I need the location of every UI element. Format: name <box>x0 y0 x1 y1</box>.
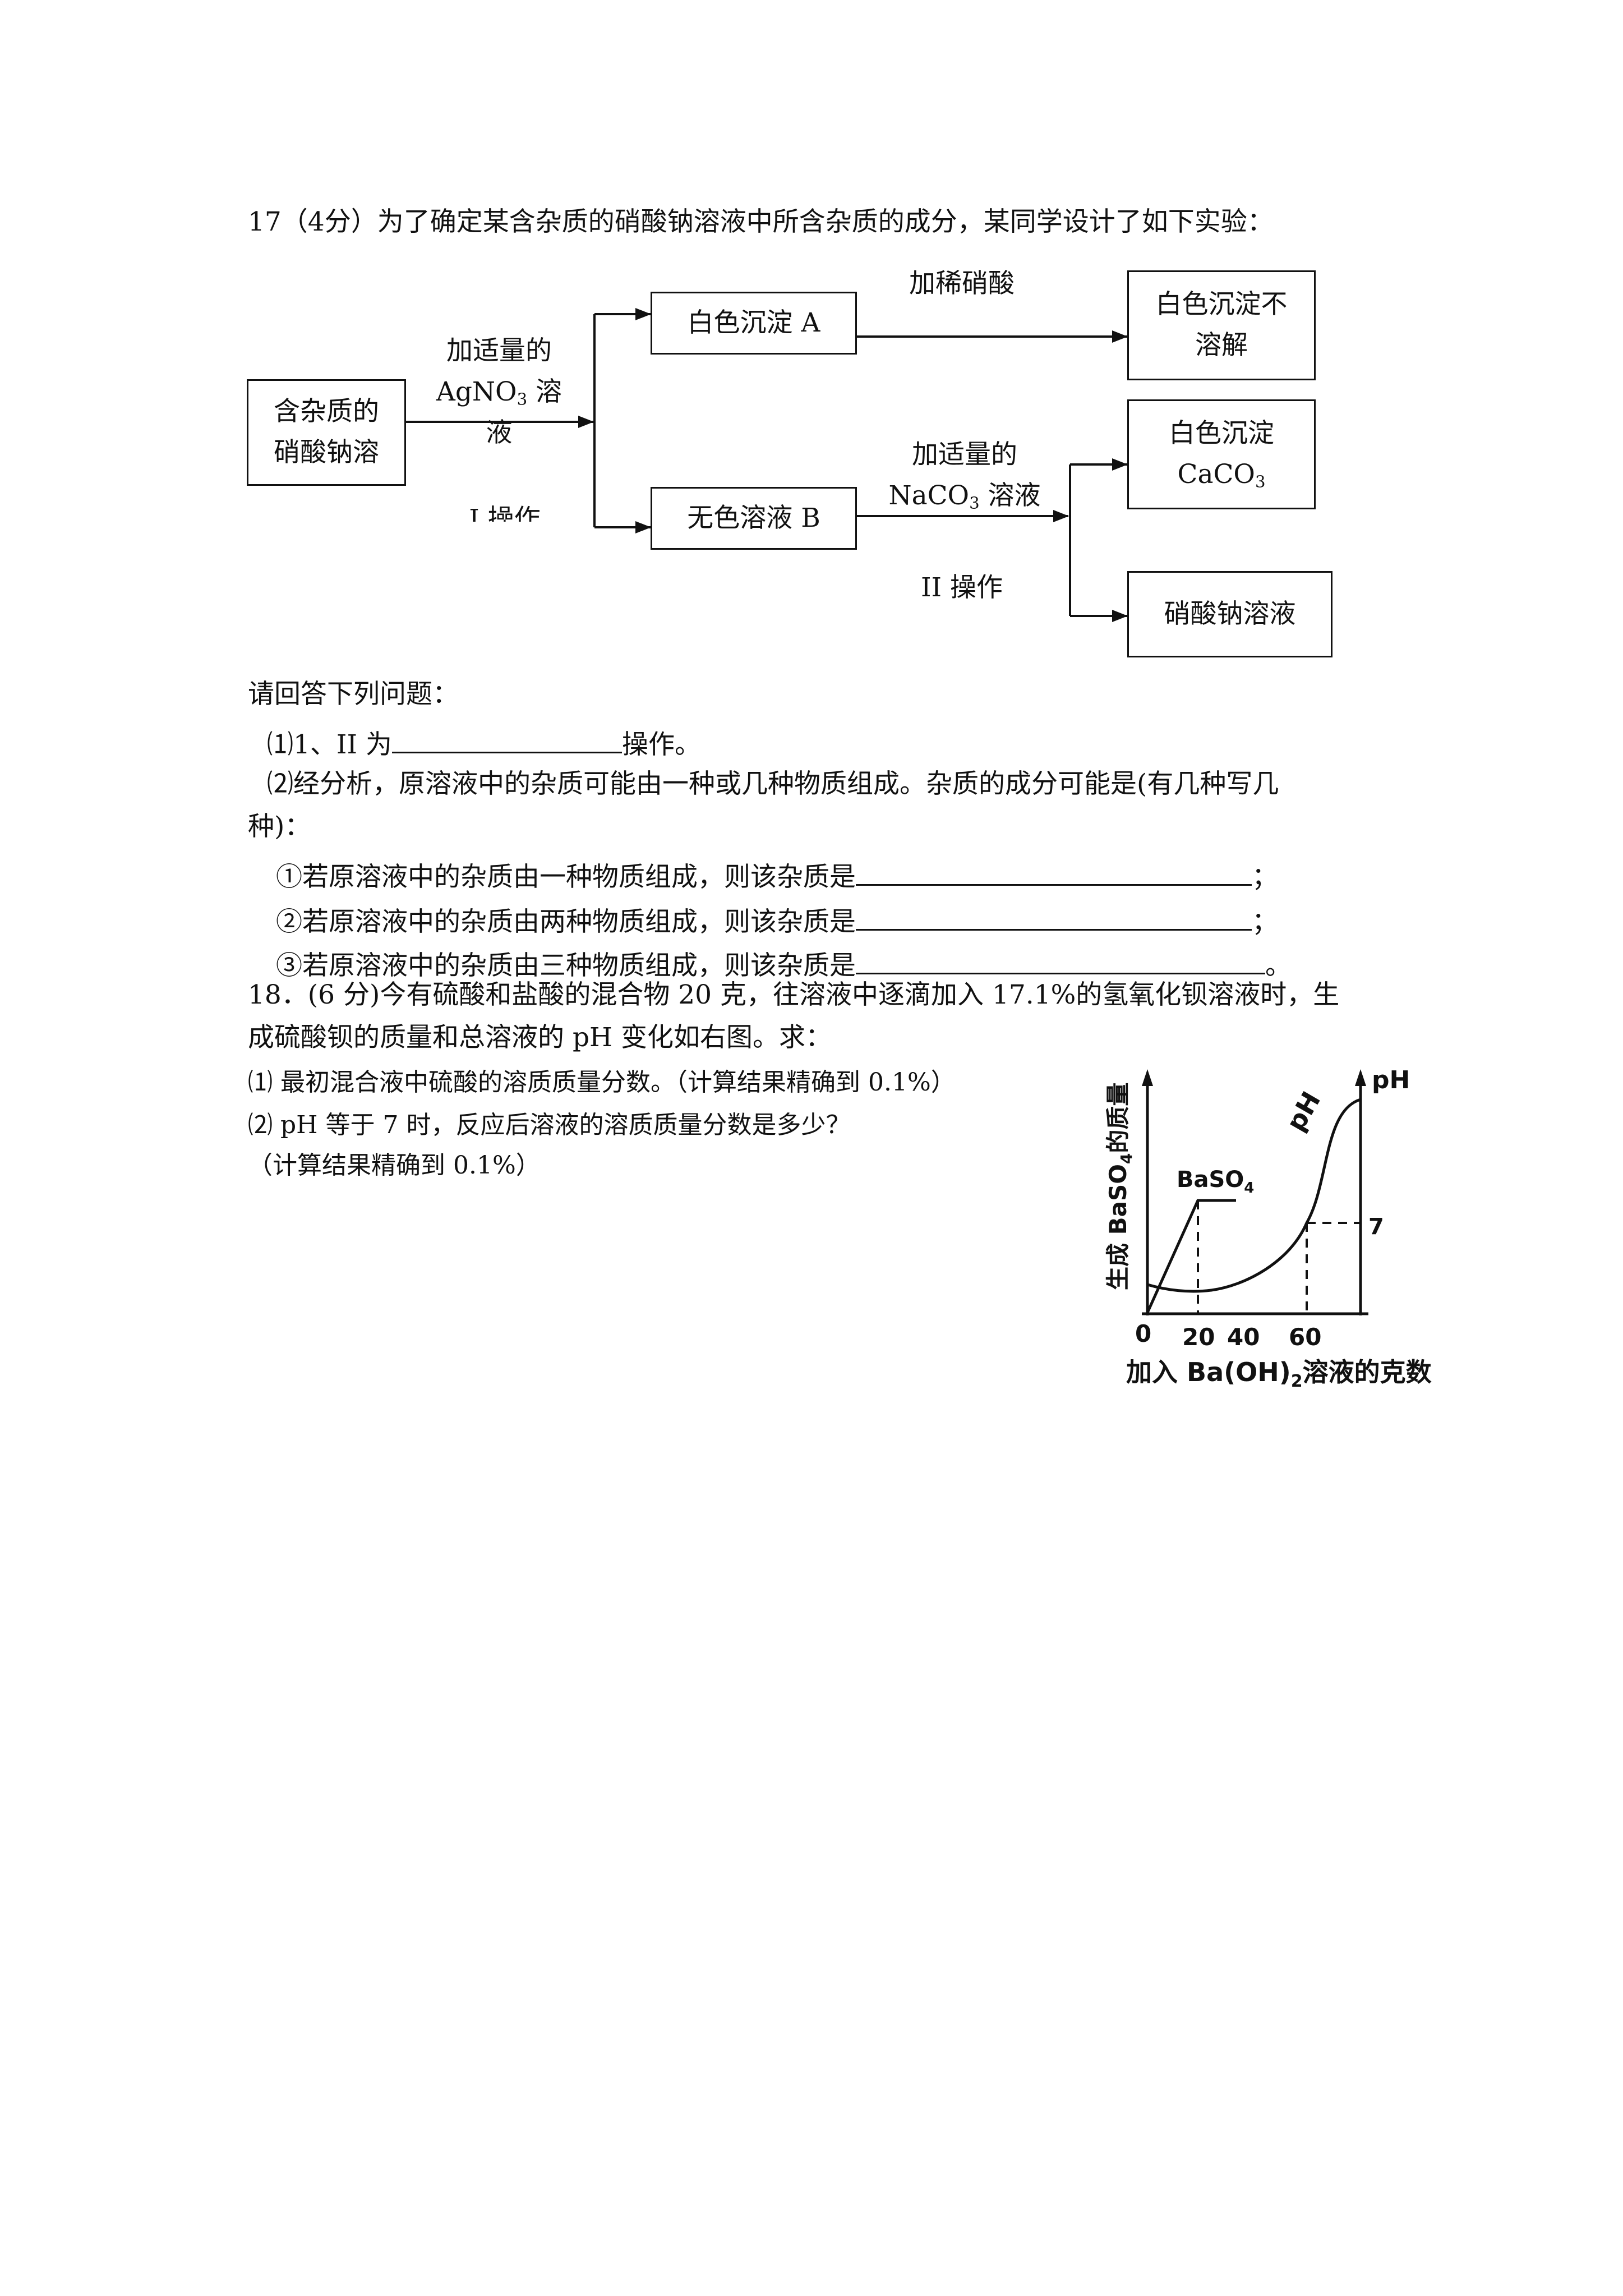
flow-start-box: 含杂质的 硝酸钠溶 <box>247 379 406 486</box>
ph-tick-7: 7 <box>1368 1214 1384 1240</box>
q18-item2: ⑵ pH 等于 7 时，反应后溶液的溶质质量分数是多少？ <box>248 1111 851 1139</box>
reagent2-line1: 加适量的 <box>912 439 1017 470</box>
reagent1-line3: 液 <box>486 417 513 448</box>
y-axis-label: 生成 BaSO4的质量 <box>1104 1083 1136 1290</box>
answer-blank-1[interactable] <box>391 727 622 753</box>
q17-q2-line2: 种)： <box>248 811 311 842</box>
caco3-line2: CaCO3 <box>1177 459 1266 491</box>
precipitate-a-box: 白色沉淀 A <box>651 292 857 355</box>
operation1-label: I 操作 <box>469 504 541 522</box>
x-tick-0: 0 <box>1135 1320 1151 1347</box>
q17-sub1: ①若原溶液中的杂质由一种物质组成，则该杂质是； <box>276 859 1278 890</box>
caco3-box: 白色沉淀 CaCO3 <box>1127 399 1316 509</box>
nitrate-text: 硝酸钠溶液 <box>1164 598 1296 629</box>
insoluble-box: 白色沉淀不 溶解 <box>1127 270 1316 380</box>
reagent1-line1: 加适量的 <box>446 335 552 366</box>
q18-item3: （计算结果精确到 0.1%） <box>248 1151 541 1180</box>
q17-sub3: ③若原溶液中的杂质由三种物质组成，则该杂质是。 <box>276 948 1292 979</box>
solution-b-box: 无色溶液 B <box>651 487 857 550</box>
caco3-line1: 白色沉淀 <box>1169 418 1274 449</box>
start-line1: 含杂质的 <box>274 396 379 427</box>
x-tick-40: 40 <box>1227 1323 1260 1351</box>
y2-axis-label: pH <box>1372 1066 1410 1094</box>
y2-axis-arrow <box>1355 1069 1366 1086</box>
q17-title: 17（4分）为了确定某含杂质的硝酸钠溶液中所含杂质的成分，某同学设计了如下实验： <box>248 206 1274 237</box>
series-baso4 <box>1146 1199 1236 1314</box>
operation2-label: II 操作 <box>920 572 1003 603</box>
series-ph <box>1147 1098 1361 1293</box>
y-axis-arrow <box>1142 1069 1153 1086</box>
q17-q2-line1: ⑵经分析，原溶液中的杂质可能由一种或几种物质组成。杂质的成分可能是(有几种写几 <box>267 769 1279 799</box>
insoluble-line2: 溶解 <box>1195 330 1248 361</box>
reagent2-line2: NaCO3 溶液 <box>888 480 1041 513</box>
q17-q1: ⑴1、II 为操作。 <box>267 727 701 758</box>
q18-line1: 18．(6 分)今有硫酸和盐酸的混合物 20 克，往溶液中逐滴加入 17.1%的… <box>248 979 1340 1010</box>
q18-item1: ⑴ 最初混合液中硫酸的溶质质量分数。（计算结果精确到 0.1%） <box>248 1068 956 1097</box>
q17-sub2: ②若原溶液中的杂质由两种物质组成，则该杂质是； <box>276 904 1278 935</box>
q18-line2: 成硫酸钡的质量和总溶液的 pH 变化如右图。求： <box>248 1022 832 1053</box>
answer-blank-3[interactable] <box>856 904 1252 931</box>
x-tick-20: 20 <box>1182 1323 1215 1351</box>
answer-blank-2[interactable] <box>856 859 1252 886</box>
solution-b-text: 无色溶液 B <box>687 502 820 533</box>
x-axis-label: 加入 Ba(OH)2溶液的克数 <box>1126 1357 1432 1391</box>
q17-prompt: 请回答下列问题： <box>248 679 459 710</box>
reagent1-line2: AgNO3 溶 <box>436 376 562 409</box>
reagent2-label: 加适量的 NaCO3 溶液 <box>875 435 1054 517</box>
start-line2: 硝酸钠溶 <box>274 437 379 468</box>
precipitate-a-text: 白色沉淀 A <box>687 307 820 338</box>
x-tick-60: 60 <box>1289 1323 1321 1351</box>
nitrate-box: 硝酸钠溶液 <box>1127 571 1332 657</box>
insoluble-line1: 白色沉淀不 <box>1155 289 1288 320</box>
series-baso4-label: BaSO4 <box>1177 1167 1254 1197</box>
reagent1-label: 加适量的 AgNO3 溶 液 <box>426 331 572 454</box>
series-ph-label: pH <box>1280 1087 1326 1137</box>
answer-blank-4[interactable] <box>856 948 1265 974</box>
acid-label: 加稀硝酸 <box>909 268 1015 299</box>
